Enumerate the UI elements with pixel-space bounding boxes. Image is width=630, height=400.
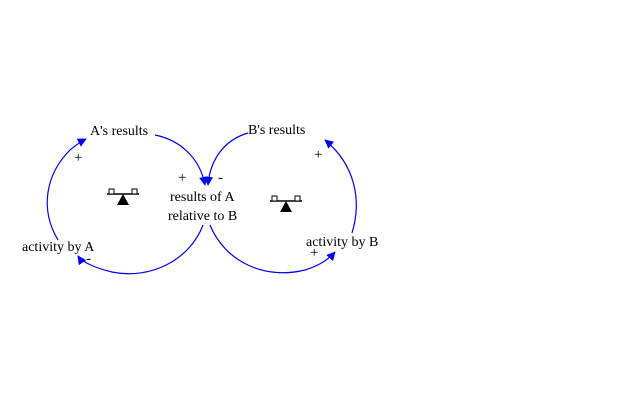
polarity-activity-a-to-a-results: + xyxy=(74,150,82,166)
polarity-relative-to-activity-a: - xyxy=(86,251,91,267)
polarity-activity-b-to-b-results: + xyxy=(314,147,322,163)
balance-icon xyxy=(107,188,139,205)
node-b-results[interactable]: B's results xyxy=(248,123,305,138)
link-activity-b-to-b-results[interactable] xyxy=(324,139,357,234)
link-a-results-to-relative[interactable] xyxy=(154,134,208,186)
polarity-a-results-to-relative: + xyxy=(178,170,186,186)
link-relative-to-activity-a[interactable] xyxy=(77,224,204,275)
node-activity-b[interactable]: activity by B xyxy=(306,235,378,250)
node-activity-a[interactable]: activity by A xyxy=(22,240,95,255)
links xyxy=(46,132,357,275)
polarity-relative-to-activity-b: + xyxy=(310,245,318,261)
node-a-results[interactable]: A's results xyxy=(90,124,148,139)
node-relative-line2[interactable]: relative to B xyxy=(168,209,237,224)
link-b-results-to-relative[interactable] xyxy=(204,132,249,186)
link-activity-a-to-a-results[interactable] xyxy=(46,138,87,241)
balance-icon xyxy=(270,195,302,212)
polarity-b-results-to-relative: - xyxy=(218,170,223,186)
node-relative-line1[interactable]: results of A xyxy=(170,190,235,205)
link-relative-to-activity-b[interactable] xyxy=(209,224,336,274)
